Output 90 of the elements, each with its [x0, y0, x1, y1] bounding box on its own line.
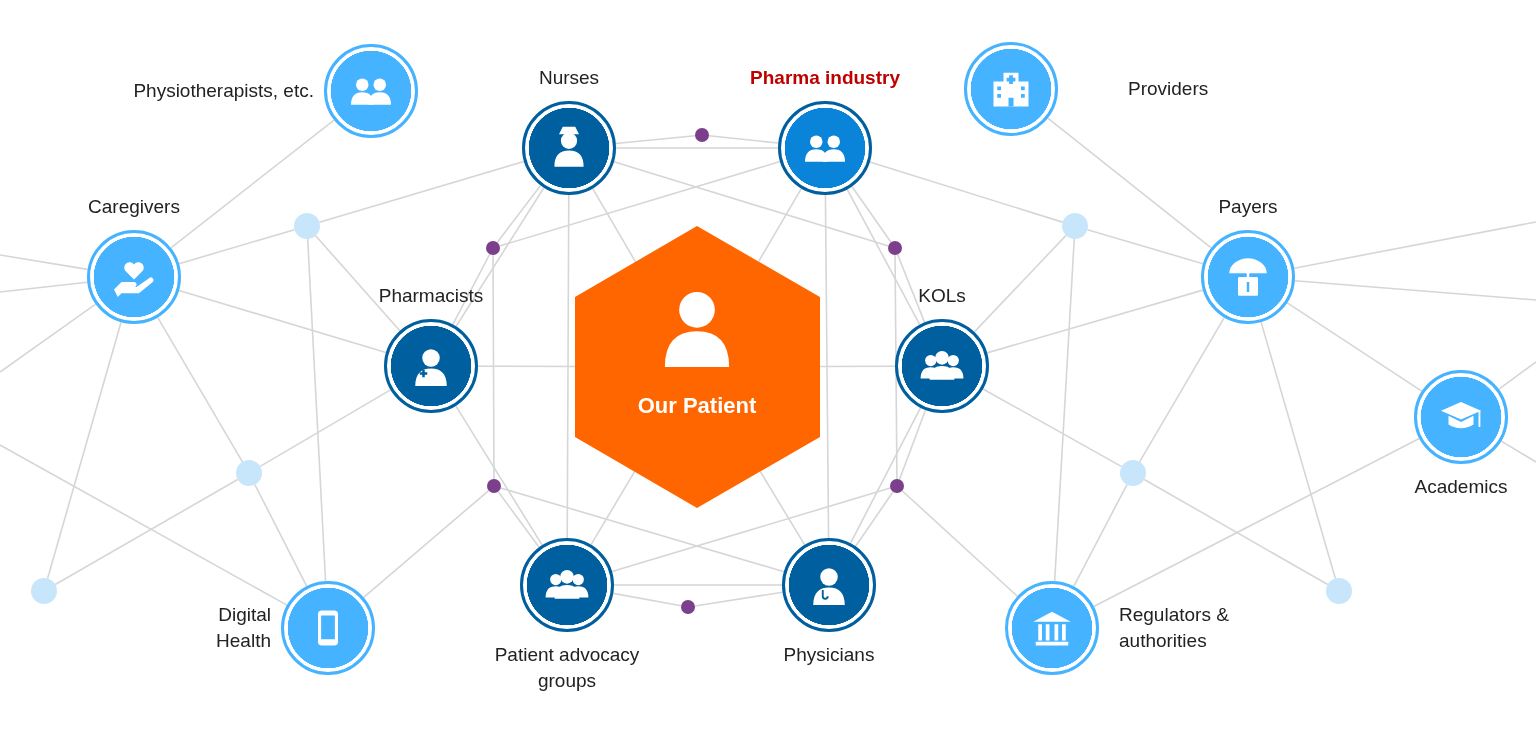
- connector-line: [259, 389, 392, 468]
- connector-line: [1286, 302, 1423, 392]
- network-dot: [1326, 578, 1352, 604]
- connector-line: [757, 187, 803, 263]
- connector-line: [824, 194, 830, 539]
- connector-line: [455, 405, 543, 546]
- network-dot: [294, 213, 320, 239]
- connector-line: [708, 134, 780, 144]
- connector-line: [452, 253, 491, 326]
- connector-line: [254, 483, 308, 587]
- connector-line: [986, 289, 1204, 354]
- node-label: Patient advocacy groups: [493, 643, 641, 693]
- connector-line: [497, 490, 540, 548]
- node-label: Caregivers: [88, 195, 180, 220]
- connector-line: [566, 194, 570, 539]
- connector-line: [898, 409, 927, 481]
- network-dot: [1120, 460, 1146, 486]
- network-dot: [236, 460, 262, 486]
- connector-line: [1072, 483, 1128, 588]
- network-dot: [1062, 213, 1088, 239]
- network-dot: [681, 600, 695, 614]
- node-label: Pharma industry: [750, 66, 900, 91]
- connector-line: [1086, 228, 1204, 265]
- network-dot: [888, 241, 902, 255]
- node-label: Nurses: [538, 66, 600, 91]
- connector-line: [499, 487, 785, 573]
- hexagon-node: [574, 226, 820, 508]
- network-dot: [31, 578, 57, 604]
- connector-line: [615, 134, 696, 145]
- connector-line: [591, 187, 637, 263]
- node-label: Pharmacists: [378, 284, 484, 309]
- node-label: Digital Health: [215, 603, 271, 653]
- connector-line: [1143, 478, 1329, 586]
- connector-line: [178, 289, 387, 354]
- connector-line: [901, 489, 1019, 598]
- connector-line: [318, 160, 525, 224]
- connector-line: [894, 254, 898, 480]
- connector-line: [1294, 279, 1536, 301]
- connector-line: [0, 254, 89, 271]
- connector-line: [1092, 437, 1421, 608]
- connector-line: [1293, 221, 1536, 269]
- center-label: Our Patient: [637, 393, 757, 419]
- connector-line: [1053, 238, 1076, 582]
- connector-line: [869, 161, 1064, 223]
- connector-line: [54, 478, 239, 586]
- connector-line: [314, 234, 401, 332]
- node-label: KOLs: [918, 284, 966, 309]
- node-label: Academics: [1414, 475, 1508, 499]
- connector-line: [0, 444, 288, 606]
- connector-line: [306, 238, 327, 582]
- connector-line: [851, 185, 892, 244]
- connector-line: [611, 487, 892, 573]
- connector-line: [973, 234, 1067, 333]
- connector-line: [362, 489, 490, 599]
- connector-line: [1260, 321, 1337, 580]
- connector-line: [846, 188, 921, 326]
- connector-line: [496, 184, 542, 244]
- connector-line: [0, 281, 89, 293]
- network-dot: [487, 479, 501, 493]
- connector-line: [1138, 316, 1225, 463]
- connector-line: [849, 406, 922, 545]
- connector-line: [477, 365, 576, 368]
- connector-line: [590, 470, 636, 546]
- network-dot: [486, 241, 500, 255]
- connector-line: [46, 321, 122, 580]
- node-label: Physicians: [783, 643, 875, 667]
- connector-line: [178, 228, 296, 265]
- connector-line: [694, 591, 784, 607]
- node-label: Regulators & authorities: [1119, 603, 1230, 653]
- connector-line: [170, 119, 335, 249]
- connector-line: [613, 161, 890, 247]
- connector-line: [819, 365, 896, 368]
- connector-line: [455, 186, 545, 328]
- connector-line: [492, 254, 495, 480]
- connector-line: [1500, 440, 1536, 463]
- connector-line: [1498, 361, 1536, 390]
- node-label: Physiotherapists, etc.: [133, 79, 314, 104]
- connector-line: [612, 592, 682, 607]
- node-label: Providers: [1128, 77, 1209, 102]
- network-dot: [890, 479, 904, 493]
- connector-line: [759, 470, 806, 546]
- connector-line: [1047, 117, 1212, 249]
- connector-line: [157, 316, 244, 463]
- node-label: Payers: [1218, 195, 1278, 220]
- connector-line: [0, 303, 97, 373]
- connector-line: [896, 253, 926, 324]
- connector-line: [498, 160, 781, 247]
- connector-line: [982, 388, 1123, 468]
- network-dot: [695, 128, 709, 142]
- connector-line: [854, 490, 894, 548]
